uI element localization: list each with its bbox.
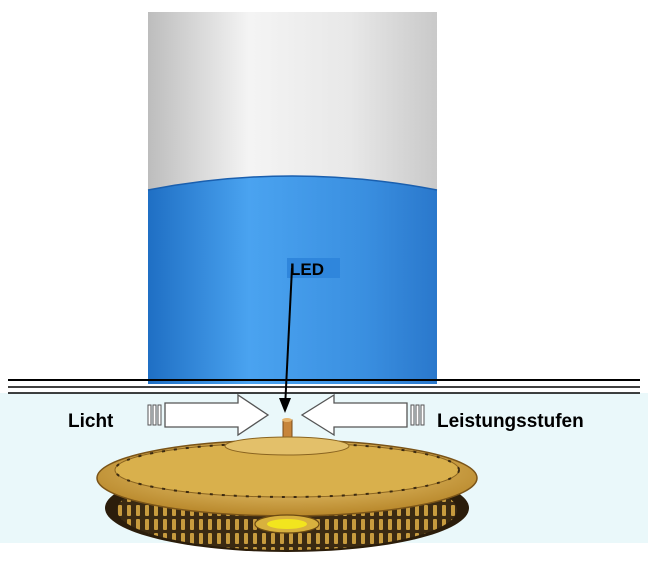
led-top [282, 418, 292, 422]
cylinder-band-edge [147, 175, 438, 191]
lamp-disc [96, 436, 478, 552]
power-levels-arrow [300, 393, 425, 437]
power-levels-label: Leistungsstufen [437, 411, 584, 432]
led-pointer-head [279, 398, 291, 413]
led-label-box [287, 258, 340, 278]
light-label: Licht [68, 411, 114, 432]
light-arrow [147, 393, 270, 437]
led-pointer-line [284, 267, 293, 409]
led-label: LED [290, 260, 324, 279]
cylinder-blue-section [148, 176, 437, 384]
cylinder-top [148, 12, 437, 190]
center-light [267, 519, 307, 529]
